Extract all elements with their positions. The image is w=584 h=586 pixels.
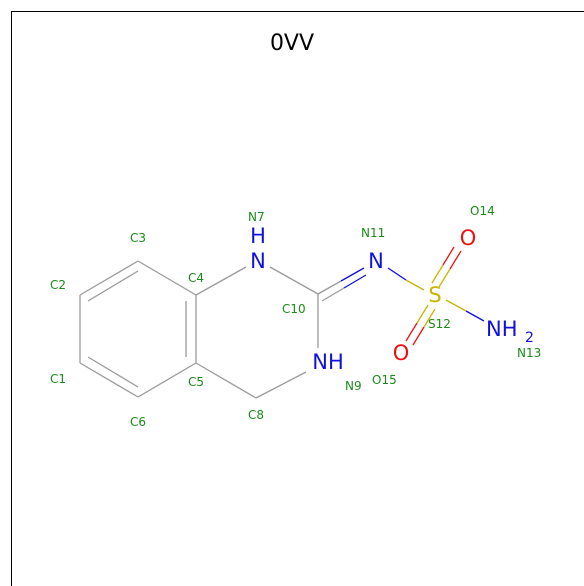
label-c1: C1	[50, 372, 66, 386]
bond-c6-c1	[79, 362, 139, 398]
bonds	[79, 260, 319, 399]
atom-n13-subscript: 2	[525, 330, 534, 346]
bond-c10-n11	[317, 267, 367, 302]
atom-o14-symbol: O	[460, 226, 477, 250]
bond-c5-c6	[137, 362, 197, 398]
atom-n13-symbol: NH	[486, 317, 518, 341]
bond-n11-s12	[387, 267, 425, 291]
atom-n7-hydrogen: H	[250, 224, 266, 248]
atom-labels: C1 C2 C3 C4 C5 C6 N7 C8 N9 C10 N11 S12 N…	[50, 204, 541, 429]
atom-n9-symbol: NH	[312, 350, 344, 374]
bond-c2-c3-inner	[87, 270, 139, 302]
bond-n9-c8	[255, 371, 307, 399]
bond-c2-c3	[79, 260, 139, 296]
label-o15: O15	[372, 373, 397, 387]
label-c6: C6	[130, 415, 146, 429]
label-n11: N11	[361, 226, 385, 240]
bond-c3-c4	[137, 260, 197, 296]
label-n9: N9	[345, 379, 362, 393]
bond-c6-c1-inner	[87, 356, 139, 388]
label-c4: C4	[188, 271, 204, 285]
label-c3: C3	[130, 231, 146, 245]
label-c5: C5	[188, 375, 204, 389]
atom-n7-symbol: N	[250, 249, 266, 273]
label-c10: C10	[282, 302, 306, 316]
label-o14: O14	[470, 204, 495, 218]
label-c2: C2	[50, 278, 66, 292]
diagram-frame	[11, 11, 584, 586]
label-n13: N13	[517, 346, 541, 360]
bond-s12-o14	[431, 246, 462, 288]
bond-n7-c10	[269, 266, 319, 295]
bond-c8-c5	[195, 362, 257, 399]
atom-n11-symbol: N	[368, 249, 384, 273]
bond-c4-n7	[195, 266, 247, 296]
label-c8: C8	[248, 408, 264, 422]
label-n7: N7	[248, 210, 265, 224]
atom-o15-symbol: O	[393, 341, 410, 365]
molecule-title: 0VV	[270, 31, 314, 56]
bond-s12-o15	[405, 304, 436, 346]
bond-s12-n13	[445, 299, 485, 322]
label-s12: S12	[428, 317, 451, 331]
atom-s12-symbol: S	[428, 283, 441, 307]
